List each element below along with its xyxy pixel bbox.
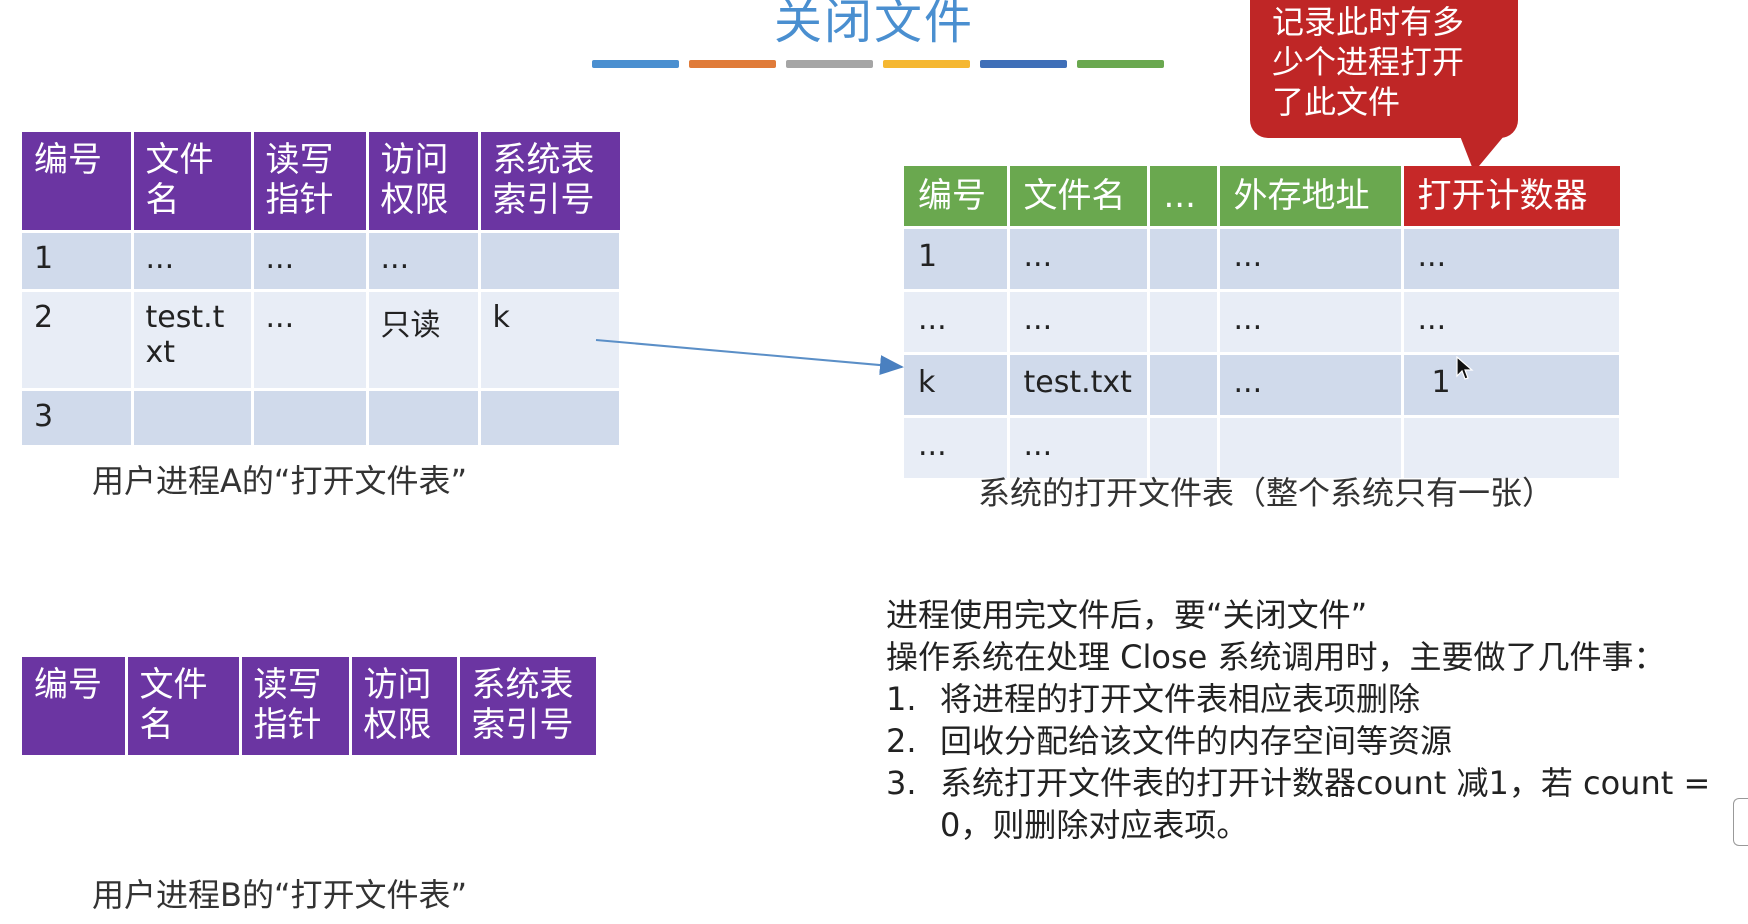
cell: ... <box>132 230 254 291</box>
header-rw-pointer: 读写指针 <box>240 657 352 755</box>
cell <box>367 388 481 445</box>
header-id: 编号 <box>22 657 128 755</box>
header-access: 访问权限 <box>350 657 460 755</box>
callout-line: 了此文件 <box>1272 83 1401 121</box>
cell: ... <box>1402 226 1622 291</box>
table-row: 1 ... ... ... <box>904 226 1622 291</box>
cell <box>1148 415 1220 478</box>
cell <box>252 388 369 445</box>
callout-line: 少个进程打开 <box>1272 43 1465 81</box>
cell: ... <box>252 289 369 390</box>
cell: ... <box>1218 289 1404 354</box>
cell: 2 <box>22 289 134 390</box>
cell: 3 <box>22 388 134 445</box>
callout-line: 记录此时有多 <box>1272 3 1465 41</box>
counter-callout: 记录此时有多 少个进程打开 了此文件 <box>1250 0 1518 172</box>
header-filename: 文件名 <box>126 657 242 755</box>
cell: 1 <box>904 226 1010 291</box>
process-b-open-file-table: 编号 文件名 读写指针 访问权限 系统表索引号 <box>22 657 596 755</box>
process-a-caption: 用户进程A的“打开文件表” <box>92 462 468 500</box>
list-item-number: 1. <box>886 680 917 718</box>
cell: ... <box>367 230 481 291</box>
header-filename: 文件名 <box>132 132 254 232</box>
notes-line-2: 操作系统在处理 Close 系统调用时，主要做了几件事： <box>886 638 1666 676</box>
cell: ... <box>1008 289 1150 354</box>
color-bar-segment <box>786 60 873 68</box>
list-item-number: 2. <box>886 722 917 760</box>
color-bar-segment <box>1077 60 1164 68</box>
mouse-cursor-icon <box>1456 356 1474 380</box>
table-row: 3 <box>22 388 622 445</box>
close-steps-notes: 进程使用完文件后，要“关闭文件” 操作系统在处理 Close 系统调用时，主要做… <box>886 594 1748 846</box>
color-bar-segment <box>883 60 970 68</box>
list-item-number: 3. <box>886 764 917 802</box>
table-row: ... ... ... ... <box>904 289 1622 354</box>
cell: ... <box>904 289 1010 354</box>
system-table-caption: 系统的打开文件表（整个系统只有一张） <box>978 474 1555 512</box>
cell: test.txt <box>1008 352 1150 417</box>
cell <box>1148 289 1220 354</box>
list-item: 3. 系统打开文件表的打开计数器count 减1，若 count = <box>886 762 1748 804</box>
table-row: ... ... <box>904 415 1622 478</box>
cell: ... <box>252 230 369 291</box>
cell: k <box>904 352 1010 417</box>
cell: ... <box>1218 226 1404 291</box>
cell: ... <box>904 415 1010 478</box>
sys-header-open-counter: 打开计数器 <box>1402 166 1620 228</box>
header-rw-pointer: 读写指针 <box>252 132 369 232</box>
list-item: 1. 将进程的打开文件表相应表项删除 <box>886 678 1748 720</box>
list-item: 2. 回收分配给该文件的内存空间等资源 <box>886 720 1748 762</box>
list-item-text: 回收分配给该文件的内存空间等资源 <box>940 722 1453 760</box>
cell: 只读 <box>367 289 481 390</box>
sys-header-filename: 文件名 <box>1008 166 1150 228</box>
color-bar-segment <box>592 60 679 68</box>
cell: ... <box>1402 289 1622 354</box>
notes-line-1: 进程使用完文件后，要“关闭文件” <box>886 596 1368 634</box>
cell <box>479 230 622 291</box>
cell: 1 <box>1402 352 1622 417</box>
sys-header-id: 编号 <box>904 166 1010 228</box>
decorative-color-bar <box>592 60 1164 68</box>
header-sys-index: 系统表索引号 <box>479 132 620 232</box>
cell <box>479 388 622 445</box>
list-item-continuation: 0，则删除对应表项。 <box>940 806 1249 844</box>
process-a-open-file-table: 编号 文件名 读写指针 访问权限 系统表索引号 1 ... ... ... 2 … <box>22 132 622 445</box>
cell: ... <box>1218 352 1404 417</box>
cell <box>1148 352 1220 417</box>
cell <box>1148 226 1220 291</box>
cell: ... <box>1008 226 1150 291</box>
scroll-handle[interactable] <box>1733 798 1748 846</box>
table-row: k test.txt ... 1 <box>904 352 1622 417</box>
sys-header-storage-address: 外存地址 <box>1218 166 1404 228</box>
cell <box>1402 415 1622 478</box>
cell <box>132 388 254 445</box>
cell: 1 <box>22 230 134 291</box>
system-open-file-table: 编号 文件名 ... 外存地址 打开计数器 1 ... ... ... ... … <box>904 166 1622 478</box>
header-sys-index: 系统表索引号 <box>458 657 596 755</box>
cell <box>1218 415 1404 478</box>
table-row: 1 ... ... ... <box>22 230 622 291</box>
list-item-text: 系统打开文件表的打开计数器count 减1，若 count = <box>940 764 1711 802</box>
cell: ... <box>1008 415 1150 478</box>
steps-list: 1. 将进程的打开文件表相应表项删除 2. 回收分配给该文件的内存空间等资源 3… <box>886 678 1748 804</box>
color-bar-segment <box>689 60 776 68</box>
list-item-text: 将进程的打开文件表相应表项删除 <box>940 680 1421 718</box>
header-access: 访问权限 <box>367 132 481 232</box>
process-b-caption: 用户进程B的“打开文件表” <box>92 876 468 914</box>
header-id: 编号 <box>22 132 134 232</box>
cell: test.txt <box>132 289 254 390</box>
page-title: 关闭文件 <box>773 0 974 50</box>
color-bar-segment <box>980 60 1067 68</box>
table-row: 2 test.txt ... 只读 k <box>22 289 622 390</box>
sys-header-ellipsis: ... <box>1148 166 1220 228</box>
